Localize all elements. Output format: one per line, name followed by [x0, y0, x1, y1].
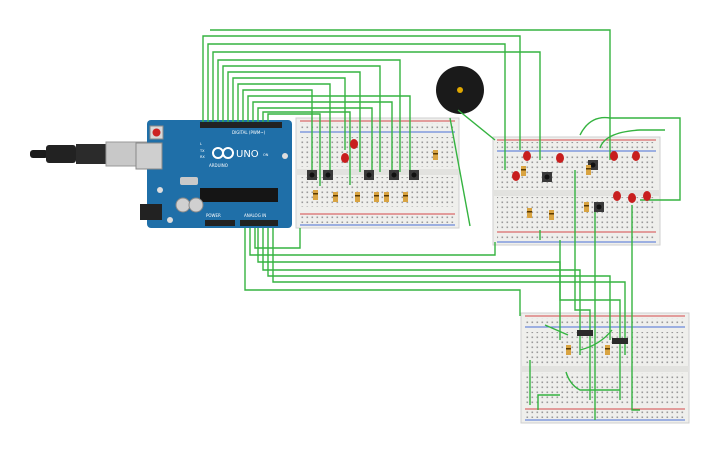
wire-14: [267, 113, 321, 186]
arduino-logo-icon: [212, 147, 234, 159]
power-header: [205, 220, 235, 226]
wire-4: [217, 59, 401, 172]
led-5: [556, 153, 564, 163]
wire-23: [244, 228, 521, 316]
button-7: [588, 160, 598, 170]
wire-12: [257, 107, 373, 180]
wire-25: [574, 170, 591, 400]
resistor-4: [374, 192, 379, 202]
rx-label: RX: [200, 155, 205, 159]
wire-6: [227, 71, 361, 172]
wires: [202, 29, 681, 420]
led-2: [350, 139, 358, 149]
led-3: [523, 151, 531, 161]
on-label: ON: [263, 153, 269, 157]
button-5: [409, 170, 419, 180]
resistor-1: [313, 190, 318, 200]
digital-label: DIGITAL (PWM~): [232, 130, 266, 135]
led-7: [632, 151, 640, 161]
wire-9: [242, 89, 313, 172]
resistor-2: [333, 192, 338, 202]
resistor-14: [605, 345, 610, 355]
leds: [341, 139, 651, 203]
atmega-chip: [200, 188, 278, 202]
arduino-brand-text: ARDUINO: [209, 163, 228, 168]
wire-5: [222, 65, 381, 172]
l-label: L: [200, 142, 202, 146]
resistor-5: [384, 192, 389, 202]
arduino-uno-board[interactable]: UNO ARDUINO DIGITAL (PWM~) POWER ANALOG …: [135, 120, 292, 228]
wire-17: [599, 129, 665, 149]
wire-16: [579, 116, 681, 201]
button-3: [364, 170, 374, 180]
wire-20: [262, 228, 581, 355]
wire-1: [202, 35, 521, 150]
wire-19: [257, 228, 561, 340]
button-10: [612, 338, 628, 344]
wire-2: [207, 43, 506, 170]
button-2: [323, 170, 333, 180]
resistors: [313, 150, 610, 355]
wire-buzzer-1: [457, 109, 496, 141]
led-9: [628, 193, 636, 203]
analog-header: [240, 220, 278, 226]
button-1: [307, 170, 317, 180]
wire-31: [565, 371, 620, 391]
wire-buzzer-2: [449, 117, 471, 227]
tx-label: TX: [199, 149, 205, 153]
wire-7: [232, 77, 346, 150]
breadboard-1[interactable]: [295, 117, 460, 229]
resistor-13: [566, 345, 571, 355]
resistor-6: [403, 192, 408, 202]
button-4: [389, 170, 399, 180]
led-4: [512, 171, 520, 181]
wire-21: [267, 228, 611, 340]
analog-label: ANALOG IN: [244, 213, 266, 218]
led-8: [613, 191, 621, 201]
resistor-8: [521, 166, 526, 176]
wire-10: [247, 95, 411, 180]
power-label: POWER: [206, 213, 221, 218]
usb-cable: [30, 141, 151, 167]
wire-29: [544, 324, 569, 336]
resistor-12: [584, 202, 589, 212]
led-10: [643, 191, 651, 201]
led-1: [341, 153, 349, 163]
wire-18: [249, 228, 496, 256]
wire-33: [537, 394, 560, 410]
wire-11: [252, 101, 393, 180]
piezo-buzzer[interactable]: [436, 66, 484, 114]
uno-logo-text: UNO: [236, 149, 259, 160]
digital-header: [200, 122, 282, 128]
resistor-9: [527, 208, 532, 218]
wire-15: [210, 29, 611, 160]
led-6: [610, 151, 618, 161]
resistor-3: [355, 192, 360, 202]
wire-30: [579, 329, 613, 351]
wire-26: [559, 240, 621, 400]
wire-28: [631, 205, 640, 411]
push-buttons[interactable]: [307, 160, 628, 344]
wire-13: [262, 111, 351, 185]
button-8: [594, 202, 604, 212]
wire-22: [272, 228, 626, 355]
wire-8: [237, 83, 331, 172]
resistor-7: [433, 150, 438, 160]
wire-gnd-1: [254, 228, 301, 249]
wire-3: [212, 51, 541, 160]
resistor-11: [586, 165, 591, 175]
breadboard-3[interactable]: [520, 312, 690, 424]
button-6: [542, 172, 552, 182]
resistor-10: [549, 210, 554, 220]
button-9: [577, 330, 593, 336]
